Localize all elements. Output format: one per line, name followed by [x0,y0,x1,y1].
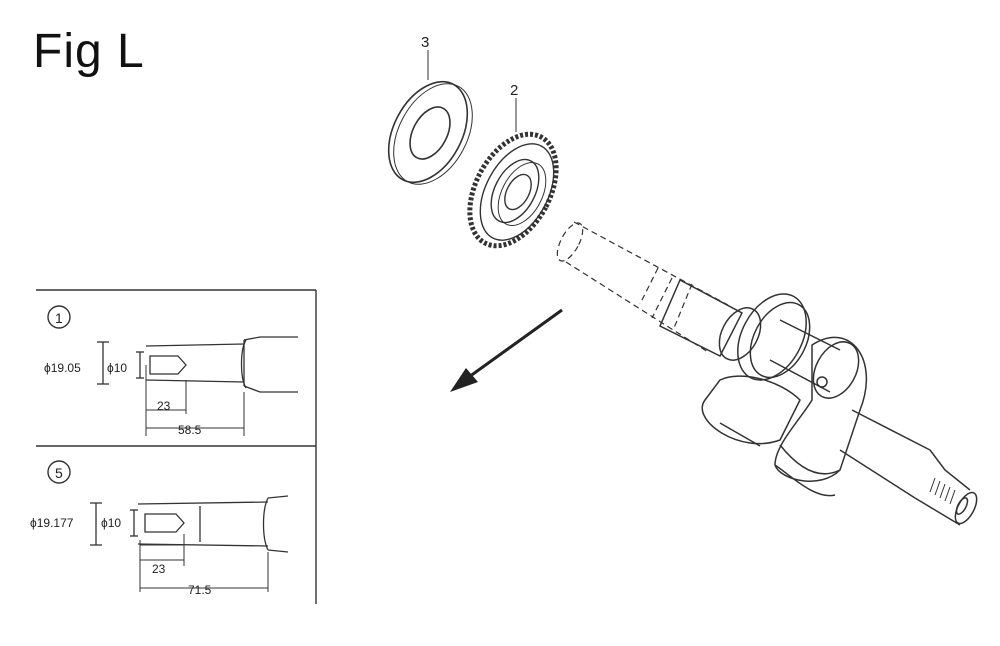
assembly-arrow-icon [450,308,563,392]
detail-panel-frame [36,289,317,604]
detail-1-short-length: 23 [157,399,171,413]
detail-5-group: 5 ϕ19.177 ϕ10 23 71.5 [30,460,289,597]
gear-part-2 [467,131,559,249]
detail-5-index: 5 [55,465,63,481]
detail-1-outer-diameter: ϕ19.05 [44,361,81,375]
detail-1-shaft-drawing [97,336,298,436]
detail-1-index: 1 [55,310,63,326]
detail-5-marker [47,460,71,484]
detail-1-long-length: 58.5 [178,423,202,437]
detail-1-group: 1 ϕ19.05 ϕ10 23 58.5 [44,305,298,437]
callout-part-2: 2 [510,82,518,99]
detail-5-inner-diameter: ϕ10 [101,516,121,530]
washer-part-3 [387,80,473,185]
figure-title: Fig L [33,25,145,78]
detail-5-short-length: 23 [152,562,166,576]
crankshaft-illustration [556,221,978,526]
detail-5-long-length: 71.5 [188,583,212,597]
detail-5-outer-diameter: ϕ19.177 [30,516,74,530]
detail-1-marker [47,305,71,329]
detail-1-inner-diameter: ϕ10 [107,361,127,375]
detail-5-shaft-drawing [90,495,289,592]
callout-part-3: 3 [421,34,429,51]
